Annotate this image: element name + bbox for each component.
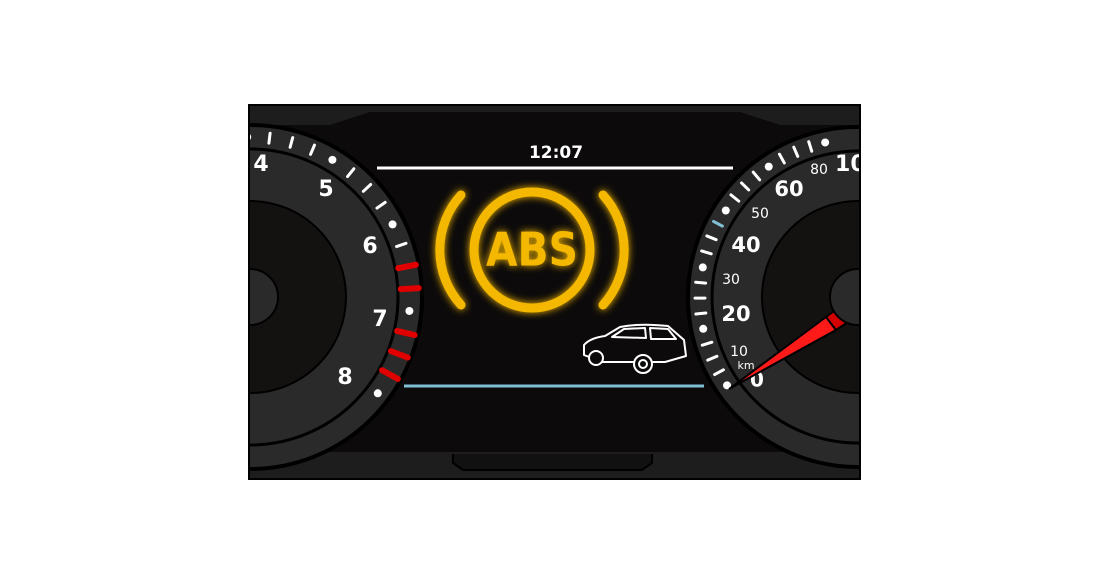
tachometer: 4 5 6 7 8 — [250, 123, 424, 471]
speed-label-30: 30 — [722, 272, 740, 288]
speed-label-10: 10 — [730, 344, 748, 360]
speed-label-40: 40 — [731, 233, 760, 257]
redline-tick — [379, 367, 401, 382]
needle-hub — [829, 268, 859, 326]
redline-tick — [394, 327, 418, 339]
tick-mark — [712, 219, 724, 228]
tick-dot — [699, 324, 708, 333]
tick-mark — [713, 368, 725, 377]
tick-mark — [361, 182, 373, 193]
tick-mark — [792, 145, 800, 158]
redline-tick — [395, 261, 419, 272]
speed-label-20: 20 — [721, 302, 750, 326]
tick-mark — [309, 143, 316, 156]
tick-mark — [777, 152, 786, 165]
tick-mark — [751, 170, 762, 182]
tick-dot — [721, 206, 730, 215]
tick-mark — [346, 167, 356, 179]
car-outline-icon — [583, 323, 687, 374]
tick-dot — [821, 138, 830, 147]
speedometer: 0 10 km 20 30 40 50 60 80 100 — [686, 125, 881, 469]
tick-dot — [388, 220, 397, 229]
tick-dot — [723, 381, 732, 390]
tick-dot — [764, 162, 773, 171]
speed-label-50: 50 — [751, 206, 769, 222]
tach-label-6: 6 — [362, 234, 377, 259]
abs-warning-icon: ABS — [435, 187, 629, 313]
tach-label-4: 4 — [253, 152, 268, 177]
speed-unit: km — [737, 359, 754, 372]
tick-mark — [807, 140, 814, 153]
tach-label-7: 7 — [372, 307, 387, 332]
tach-label-5: 5 — [318, 177, 333, 202]
tick-dot — [373, 389, 382, 398]
abs-label: ABS — [486, 223, 578, 277]
redline-tick — [387, 348, 411, 361]
tick-mark — [700, 340, 714, 347]
tick-mark — [694, 280, 708, 285]
redline-tick — [397, 285, 422, 293]
speed-label-100: 100 — [835, 152, 881, 177]
tick-mark — [706, 354, 719, 362]
tick-dot — [328, 155, 337, 164]
tick-mark — [694, 311, 708, 316]
tick-mark — [288, 136, 295, 149]
speed-label-60: 60 — [774, 177, 803, 201]
tick-mark — [375, 200, 387, 210]
speed-label-80: 80 — [810, 162, 828, 178]
tick-dot — [698, 263, 707, 272]
clock-time: 12:07 — [529, 143, 583, 163]
bottom-notch — [452, 454, 653, 471]
tachometer-ticks — [250, 131, 422, 398]
tick-mark — [395, 241, 408, 249]
tick-mark — [705, 234, 718, 242]
top-bezel — [250, 106, 859, 125]
tick-dot — [405, 306, 414, 315]
tick-mark — [267, 131, 272, 145]
tick-dot — [250, 134, 252, 140]
tach-label-8: 8 — [337, 365, 352, 390]
tick-mark — [740, 181, 751, 192]
tick-mark — [700, 249, 713, 256]
tick-mark — [729, 193, 741, 203]
speedometer-ticks — [693, 138, 830, 390]
